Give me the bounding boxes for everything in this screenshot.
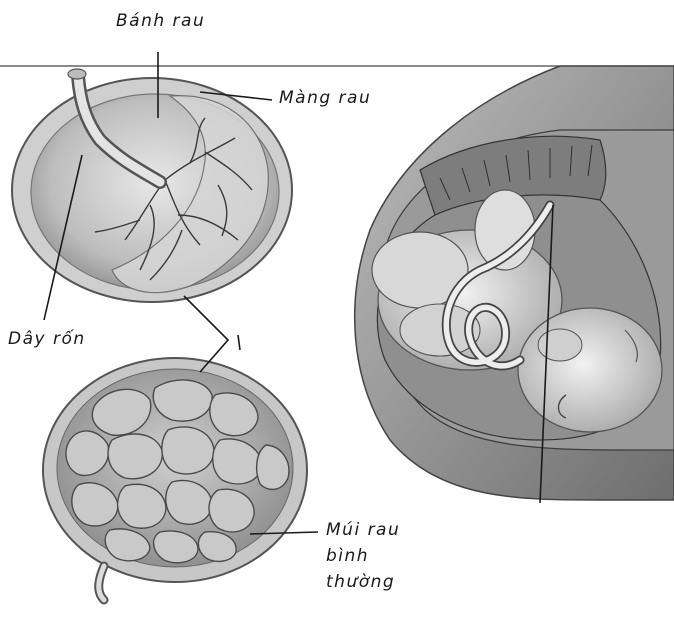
label-mui-rau-line3: thường (326, 569, 400, 595)
placenta-maternal-surface (43, 358, 307, 600)
uterus-cross-section (355, 66, 674, 500)
placenta-fetal-surface (12, 69, 292, 302)
label-day-ron: Dây rốn (8, 326, 86, 352)
leader-bracket-tick (238, 335, 240, 350)
label-mang-rau: Màng rau (279, 85, 371, 111)
label-mui-rau-line2: bình (326, 543, 400, 569)
label-mui-rau: Múi rau bình thường (326, 517, 400, 595)
label-mui-rau-line1: Múi rau (326, 517, 400, 543)
label-banh-rau: Bánh rau (116, 8, 205, 34)
